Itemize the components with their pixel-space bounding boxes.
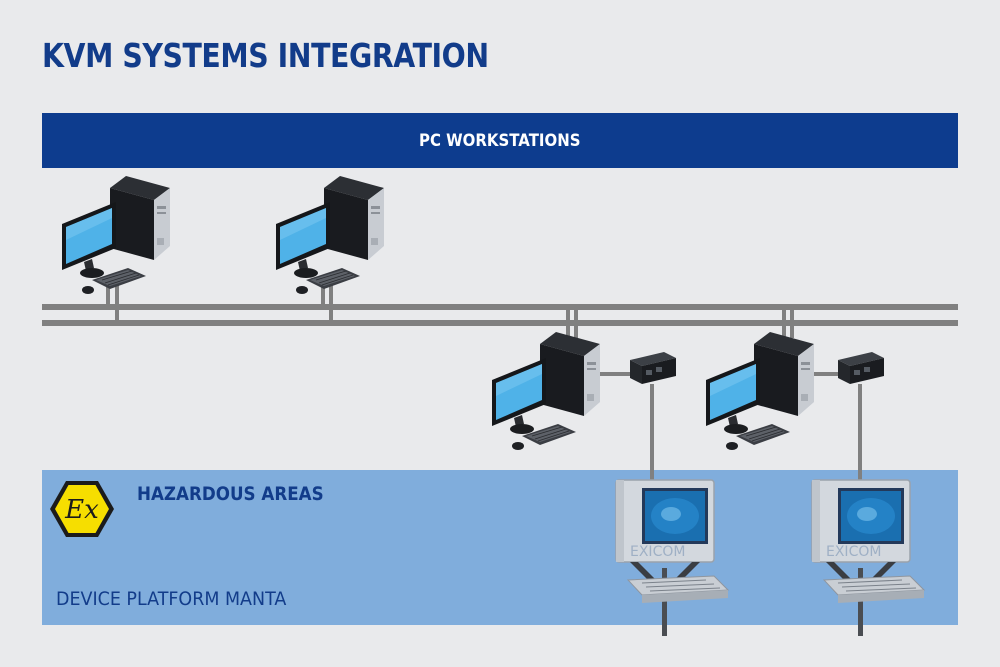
lower-pc-connectors [566,310,794,338]
desktop-pc-icon [275,175,385,295]
upper-pc-connectors [106,282,333,322]
operator-terminal-icon: EXICOM [811,479,925,637]
ex-hazard-icon: Ex [50,481,114,537]
ex-symbol-text: Ex [64,495,99,525]
network-bus [42,304,958,326]
terminal-brand-text: EXICOM [826,544,881,560]
desktop-pc-icon [705,331,815,451]
pc-kvm-links [600,372,862,484]
desktop-pc-icon [491,331,601,451]
pc-workstations-bar: PC WORKSTATIONS [42,113,958,168]
pc-workstations-label: PC WORKSTATIONS [419,130,581,151]
hazardous-areas-label: HAZARDOUS AREAS [137,483,324,505]
operator-terminal-icon: EXICOM [615,479,729,637]
hazardous-area-zone [42,470,958,625]
kvm-extender-icon [630,352,676,384]
terminal-brand-text: EXICOM [630,544,685,560]
device-platform-label: DEVICE PLATFORM MANTA [56,588,287,610]
kvm-extender-icon [838,352,884,384]
desktop-pc-icon [61,175,171,295]
page-title: KVM SYSTEMS INTEGRATION [42,36,489,75]
